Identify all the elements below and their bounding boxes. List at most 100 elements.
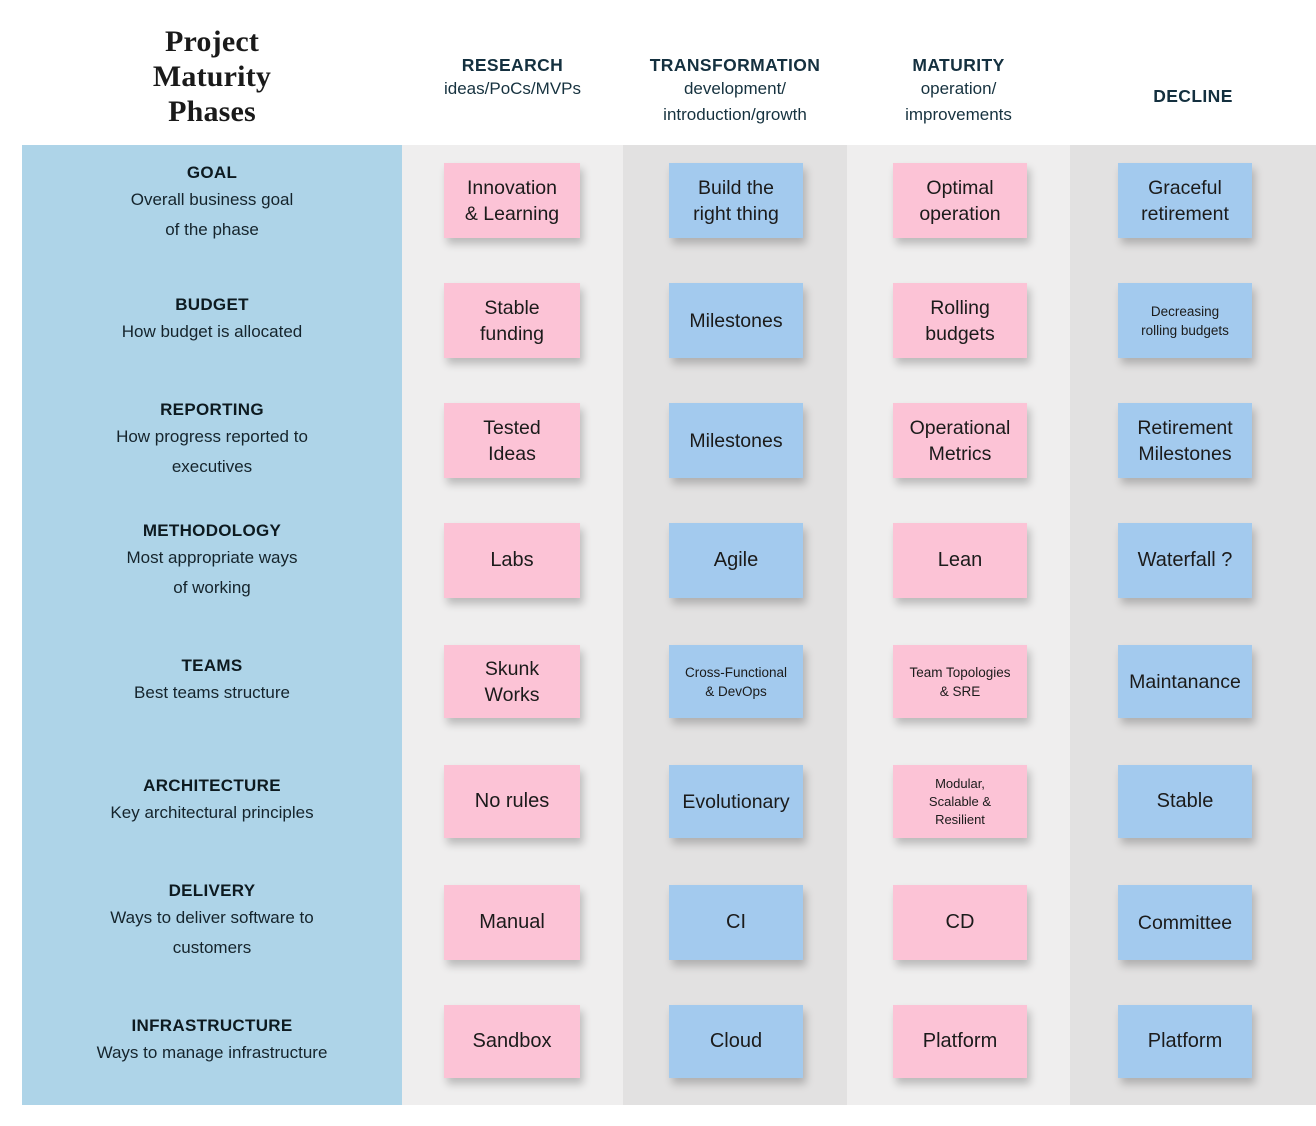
sticky-note-text: CD <box>945 911 975 933</box>
row-label-title: GOAL <box>186 163 238 182</box>
sticky-note-budget-transformation[interactable]: Milestones <box>669 283 803 358</box>
sticky-note-infrastructure-research[interactable]: Sandbox <box>444 1005 580 1078</box>
sticky-note-text: CI <box>726 911 746 933</box>
sticky-note-teams-maturity[interactable]: Team Topologies& SRE <box>893 645 1027 718</box>
sticky-note-methodology-research[interactable]: Labs <box>444 523 580 598</box>
column-header-subtitle: development/introduction/growth <box>663 79 807 124</box>
sticky-note-teams-transformation[interactable]: Cross-Functional& DevOps <box>669 645 803 718</box>
sticky-note-text: Cross-Functional& DevOps <box>684 664 788 699</box>
column-header-research: RESEARCH ideas/PoCs/MVPs <box>402 54 623 102</box>
sticky-note-text: Sandbox <box>472 1030 552 1052</box>
sticky-note-text: Maintanance <box>1129 670 1241 693</box>
sticky-note-text: Platform <box>922 1030 998 1052</box>
column-header-subtitle: operation/improvements <box>905 79 1012 124</box>
column-header-decline: DECLINE <box>1070 85 1316 107</box>
sticky-note-infrastructure-transformation[interactable]: Cloud <box>669 1005 803 1078</box>
sticky-note-teams-decline[interactable]: Maintanance <box>1118 645 1252 718</box>
sticky-note-text: Agile <box>713 549 759 571</box>
sticky-note-text: Committee <box>1137 911 1233 934</box>
sticky-note-text: Manual <box>479 911 545 933</box>
sticky-note-text: Labs <box>490 549 534 571</box>
sticky-note-delivery-maturity[interactable]: CD <box>893 885 1027 960</box>
row-label-title: TEAMS <box>181 656 243 675</box>
column-header-transformation: TRANSFORMATION development/introduction/… <box>623 54 847 128</box>
row-label-title: REPORTING <box>160 400 264 419</box>
sticky-note-architecture-research[interactable]: No rules <box>444 765 580 838</box>
sticky-note-text: Platform <box>1147 1030 1223 1052</box>
sticky-note-methodology-transformation[interactable]: Agile <box>669 523 803 598</box>
row-label-title: INFRASTRUCTURE <box>131 1016 293 1035</box>
column-header-title: RESEARCH <box>461 55 564 75</box>
sticky-note-goal-research[interactable]: Innovation& Learning <box>444 163 580 238</box>
row-label-budget: BUDGET How budget is allocated <box>22 292 402 347</box>
sticky-note-architecture-transformation[interactable]: Evolutionary <box>669 765 803 838</box>
sticky-note-delivery-research[interactable]: Manual <box>444 885 580 960</box>
row-label-subtitle: How budget is allocated <box>121 322 303 341</box>
row-label-title: DELIVERY <box>168 881 256 900</box>
sticky-note-text: Cloud <box>709 1030 763 1052</box>
row-label-subtitle: Best teams structure <box>134 683 290 702</box>
row-label-title: METHODOLOGY <box>142 521 282 540</box>
row-label-teams: TEAMS Best teams structure <box>22 653 402 708</box>
sticky-note-delivery-decline[interactable]: Committee <box>1118 885 1252 960</box>
sticky-note-infrastructure-maturity[interactable]: Platform <box>893 1005 1027 1078</box>
row-label-subtitle: Key architectural principles <box>110 803 314 822</box>
row-label-architecture: ARCHITECTURE Key architectural principles <box>22 773 402 828</box>
sticky-note-text: Waterfall ? <box>1137 549 1233 571</box>
row-label-title: BUDGET <box>175 295 249 314</box>
sticky-note-architecture-maturity[interactable]: Modular,Scalable &Resilient <box>893 765 1027 838</box>
sidebar-background-band <box>22 145 402 1105</box>
sticky-note-text: Team Topologies& SRE <box>909 664 1011 699</box>
sticky-note-text: Stable <box>1156 790 1214 812</box>
column-header-maturity: MATURITY operation/improvements <box>847 54 1070 128</box>
sticky-note-reporting-transformation[interactable]: Milestones <box>669 403 803 478</box>
column-header-title: MATURITY <box>912 55 1005 75</box>
sticky-note-text: No rules <box>474 790 550 812</box>
sticky-note-methodology-maturity[interactable]: Lean <box>893 523 1027 598</box>
sticky-note-infrastructure-decline[interactable]: Platform <box>1118 1005 1252 1078</box>
column-header-title: DECLINE <box>1153 86 1233 106</box>
sticky-note-text: Milestones <box>689 429 783 452</box>
sticky-note-text: Evolutionary <box>682 790 790 813</box>
column-header-subtitle: ideas/PoCs/MVPs <box>444 79 581 98</box>
sticky-note-text: Lean <box>937 549 983 571</box>
column-header-title: TRANSFORMATION <box>649 55 821 75</box>
sticky-note-architecture-decline[interactable]: Stable <box>1118 765 1252 838</box>
sticky-note-text: Milestones <box>689 309 783 332</box>
sticky-note-delivery-transformation[interactable]: CI <box>669 885 803 960</box>
sticky-note-methodology-decline[interactable]: Waterfall ? <box>1118 523 1252 598</box>
row-label-title: ARCHITECTURE <box>143 776 281 795</box>
